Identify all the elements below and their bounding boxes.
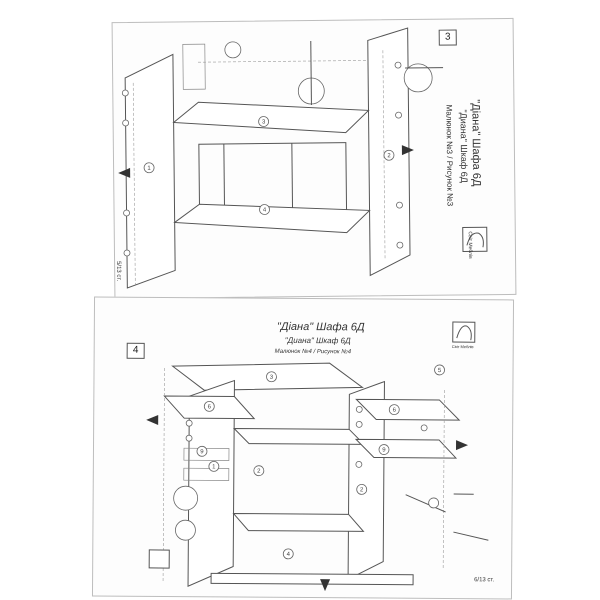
part-label: 5	[438, 368, 442, 374]
part-label: 3	[262, 120, 266, 126]
step-number: 3	[438, 29, 457, 46]
part-label: 6	[208, 404, 212, 410]
part-label: 2	[387, 153, 391, 159]
figure-caption: Малюнок №3 / Рисунок №3	[444, 104, 455, 207]
assembly-drawing-step-4: 3 6 6 1 2 2 4 9 9 5	[146, 321, 489, 592]
part-label: 2	[360, 487, 364, 493]
part-label: 4	[263, 207, 267, 213]
brand-name: Світ Меблів	[466, 231, 474, 259]
part-label: 1	[147, 166, 151, 172]
part-label: 2	[257, 469, 261, 475]
title-ru: "Диана" Шкаф 6Д	[458, 109, 470, 183]
title: "Діана" Шафа 6Д	[469, 99, 483, 187]
instruction-sheet-step-3: 1 3 4 2 3 "Діана" Шафа 6Д "Диана" Шкаф 6…	[111, 17, 517, 300]
part-label: 1	[212, 464, 216, 470]
assembly-drawing-step-3: 1 3 4 2	[118, 27, 488, 289]
part-label: 4	[287, 552, 291, 558]
page-number: 5/13 ст.	[115, 261, 122, 282]
part-label: 9	[382, 448, 386, 454]
instruction-sheet-step-4: 4 "Діана" Шафа 6Д "Диана" Шкаф 6Д Малюно…	[91, 296, 515, 600]
part-label: 6	[393, 408, 397, 414]
part-label: 9	[200, 449, 204, 455]
part-label: 3	[270, 375, 274, 381]
